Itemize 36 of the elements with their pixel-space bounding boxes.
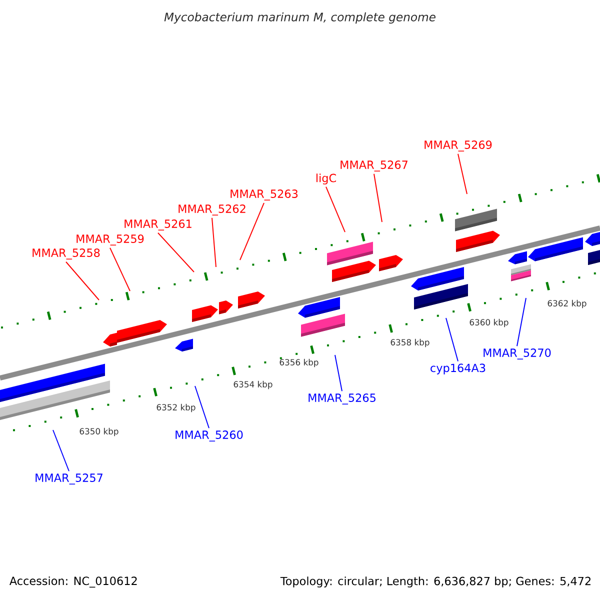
gene-label: cyp164A3	[430, 364, 486, 374]
leader-line	[66, 261, 100, 300]
scale-label: 6358 kbp	[390, 338, 430, 348]
leader-line	[374, 173, 382, 222]
gene-label: MMAR_5267	[340, 160, 408, 172]
gene-label: MMAR_5265	[308, 394, 376, 404]
title: Mycobacterium marinum M, complete genome	[164, 12, 436, 24]
gene-label: ligC	[316, 174, 336, 184]
gene-label: MMAR_5257	[36, 474, 102, 484]
leader-line	[212, 217, 216, 268]
leader-line	[458, 153, 468, 194]
leader-line	[110, 247, 130, 292]
gene-label: MMAR_5261	[124, 220, 192, 230]
scale-label: 6360 kbp	[470, 318, 508, 328]
footer-text: Accession: NC_010612	[10, 576, 137, 588]
leader-line	[240, 202, 264, 260]
scale-label: 6352 kbp	[156, 404, 196, 412]
leader-line	[446, 318, 458, 362]
gene-label: MMAR_5270	[484, 348, 551, 360]
scale-label: 6350 kbp	[80, 428, 118, 436]
gene-label: MMAR_5259	[76, 234, 144, 246]
footer-text: Topology: circular; Length: 6,636,827 bp; Genes: 5,472	[280, 576, 590, 588]
scale-label: 6356 kbp	[280, 358, 318, 368]
gene-label: MMAR_5263	[230, 190, 298, 200]
leader-line	[516, 298, 526, 347]
leader-line	[52, 430, 70, 472]
scale-label: 6354 kbp	[234, 380, 272, 390]
leader-line	[158, 232, 194, 272]
leader-line	[194, 386, 210, 429]
gene-label: MMAR_5258	[32, 248, 100, 260]
gene-label: MMAR_5262	[178, 204, 246, 216]
leader-line	[326, 186, 346, 232]
scale-label: 6362 kbp	[548, 300, 586, 308]
leader-line	[334, 354, 342, 392]
gene-label: MMAR_5269	[424, 140, 492, 152]
gene-label: MMAR_5260	[176, 430, 243, 442]
